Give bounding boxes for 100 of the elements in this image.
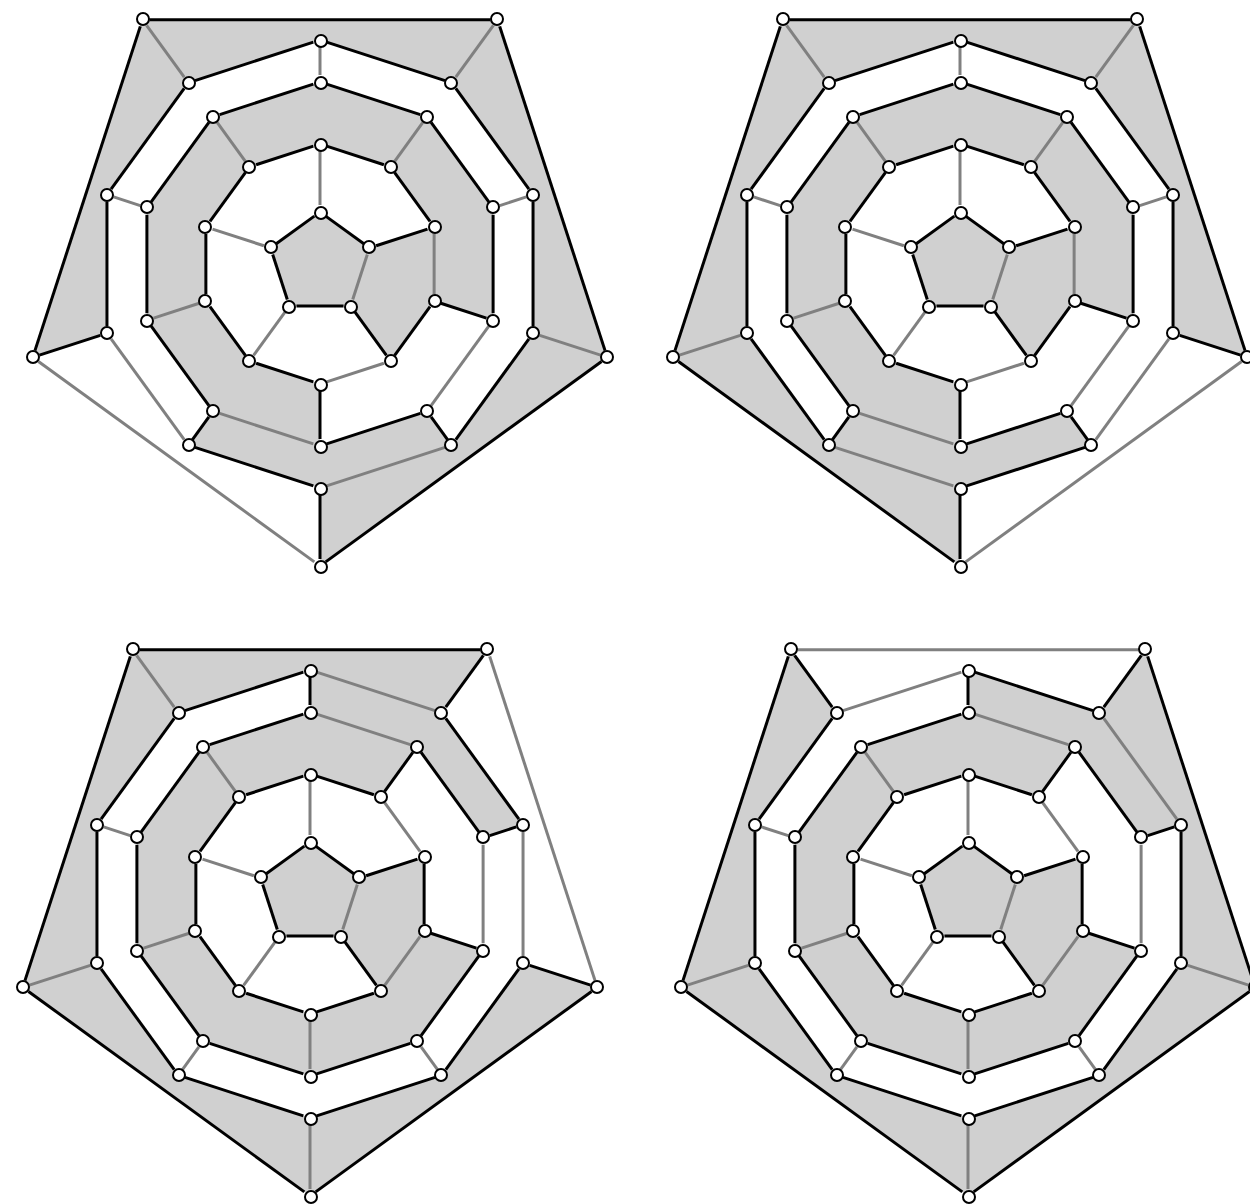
graph-edge: [316, 1041, 411, 1076]
graph-edge: [314, 990, 593, 1194]
graph-edge: [797, 648, 1139, 652]
graph-edge: [375, 227, 428, 248]
graph-edge: [454, 87, 531, 190]
graph-edge: [498, 25, 607, 352]
graph-edge: [785, 24, 826, 78]
graph-edge: [1041, 935, 1080, 987]
graph-edge: [852, 227, 905, 248]
graph-edge: [143, 931, 190, 950]
graph-edge: [1094, 24, 1135, 78]
graph-edge: [149, 121, 211, 203]
graph-edge: [153, 301, 200, 320]
graph-edge: [966, 445, 1086, 488]
graph-edge: [936, 304, 984, 308]
vertex: [263, 240, 278, 255]
graph-edge: [1080, 863, 1084, 925]
graph-edge: [365, 857, 418, 878]
graph-edge: [316, 1075, 436, 1118]
graph-edge: [261, 884, 279, 930]
graph-edge: [135, 654, 176, 708]
graph-edge: [834, 445, 954, 488]
graph-edge: [860, 857, 913, 878]
vertex: [480, 642, 495, 657]
graph-edge: [797, 955, 859, 1037]
graph-edge: [753, 195, 781, 208]
graph-edge: [383, 751, 415, 793]
vertex: [125, 642, 140, 657]
graph-edge: [353, 310, 388, 357]
graph-edge: [673, 25, 782, 352]
graph-edge: [314, 844, 355, 876]
graph-edge: [113, 195, 141, 208]
vertex: [253, 870, 268, 885]
vertex: [198, 294, 213, 309]
graph-edge: [139, 648, 481, 652]
graph-edge: [419, 1046, 439, 1071]
graph-edge: [966, 361, 1025, 384]
vertex: [516, 956, 531, 971]
vertex: [383, 354, 398, 369]
graph-edge: [38, 333, 101, 357]
graph-edge: [1179, 333, 1242, 357]
graph-edge: [966, 1125, 970, 1189]
graph-edge: [318, 151, 322, 205]
graph-edge: [343, 940, 378, 987]
graph-edge: [429, 121, 491, 203]
graph-edge: [324, 360, 603, 564]
graph-edge: [326, 411, 421, 446]
graph-edge: [308, 781, 312, 835]
graph-edge: [23, 655, 132, 982]
graph-edge: [271, 254, 289, 300]
graph-edge: [757, 717, 834, 820]
graph-edge: [757, 968, 834, 1071]
graph-edge: [678, 333, 741, 357]
graph-edge: [308, 1125, 312, 1189]
vertex: [486, 200, 501, 215]
graph-edge: [1094, 87, 1171, 190]
graph-edge: [685, 990, 964, 1194]
graph-edge: [422, 863, 426, 925]
graph-edge: [444, 654, 485, 708]
vertex: [673, 980, 688, 995]
graph-edge: [974, 712, 1069, 747]
graph-edge: [1077, 751, 1139, 833]
vertex: [206, 404, 220, 419]
vertex: [1002, 240, 1017, 255]
vertex: [476, 943, 491, 958]
graph-edge: [245, 991, 304, 1014]
vertex: [1126, 313, 1141, 328]
graph-edge: [785, 214, 789, 314]
graph-edge: [252, 310, 287, 357]
graph-edge: [324, 214, 365, 246]
graph-edge: [1069, 121, 1131, 203]
graph-edge: [341, 884, 359, 930]
graph-edge: [867, 1041, 962, 1076]
graph-edge: [793, 844, 797, 944]
graph-edge: [681, 655, 790, 982]
vertex: [139, 200, 154, 215]
graph-edge: [993, 310, 1028, 357]
graph-edge: [95, 831, 99, 957]
vertex: [590, 980, 605, 995]
graph-edge: [198, 801, 237, 853]
vertex: [303, 705, 317, 719]
graph-edge: [1080, 301, 1127, 320]
graph-edge: [539, 333, 602, 357]
graph-edge: [318, 47, 322, 75]
graph-edge: [255, 144, 314, 167]
graph-edge: [208, 171, 247, 223]
graph-edge: [1015, 227, 1068, 248]
vertex: [953, 377, 967, 391]
graph-edge: [326, 144, 385, 167]
graph-edge: [831, 416, 851, 441]
vertex: [206, 109, 220, 124]
vertex: [961, 1007, 975, 1021]
graph-edge: [1077, 1046, 1097, 1071]
vertex: [1174, 956, 1189, 971]
graph-edge: [1001, 940, 1036, 987]
graph-edge: [318, 391, 322, 439]
vertex: [135, 12, 150, 27]
graph-edge: [867, 712, 962, 747]
graph-edge: [109, 87, 186, 190]
vertex: [1059, 404, 1074, 419]
